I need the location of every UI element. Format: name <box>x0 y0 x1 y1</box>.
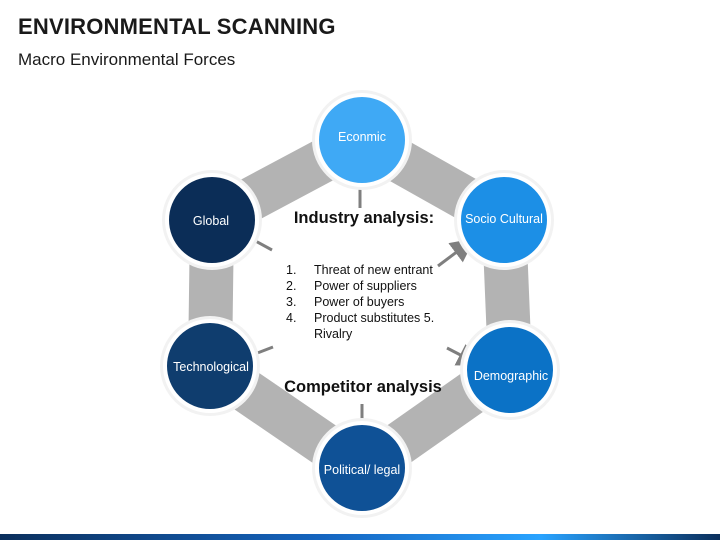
list-item-text: Power of buyers <box>314 295 405 309</box>
list-item-text: Power of suppliers <box>314 279 417 293</box>
list-item-text: Product substitutes 5. Rivalry <box>314 311 435 341</box>
list-item: 4. Product substitutes 5. Rivalry <box>286 310 461 342</box>
page-title: ENVIRONMENTAL SCANNING <box>18 14 336 39</box>
list-item-text: Threat of new entrant <box>314 263 433 277</box>
node-socio-cultural <box>454 170 554 270</box>
industry-analysis-heading: Industry analysis: <box>293 209 435 227</box>
node-technological <box>160 316 260 416</box>
node-label-global: Global <box>192 214 230 228</box>
node-label-socio-cultural: Socio Cultural <box>465 212 543 226</box>
list-item: 3. Power of buyers <box>286 294 461 310</box>
node-global <box>162 170 262 270</box>
page-subtitle: Macro Environmental Forces <box>18 50 236 69</box>
node-political-legal <box>312 418 412 518</box>
node-demographic <box>460 320 560 420</box>
list-item-number: 3. <box>286 295 297 309</box>
node-label-demographic: Demographic <box>473 369 549 383</box>
list-item-number: 2. <box>286 279 297 293</box>
list-item-number: 4. <box>286 311 297 325</box>
list-item: 1. Threat of new entrant <box>286 262 461 278</box>
node-label-political-legal: Political/ legal <box>323 463 401 477</box>
footer-accent-bar <box>0 534 720 540</box>
node-label-econmic: Econmic <box>338 130 386 144</box>
competitor-analysis-heading: Competitor analysis <box>284 378 442 396</box>
industry-analysis-list: 1. Threat of new entrant 2. Power of sup… <box>286 262 461 342</box>
list-item-number: 1. <box>286 263 297 277</box>
list-item: 2. Power of suppliers <box>286 278 461 294</box>
node-label-technological: Technological <box>173 360 249 374</box>
node-econmic <box>312 90 412 190</box>
